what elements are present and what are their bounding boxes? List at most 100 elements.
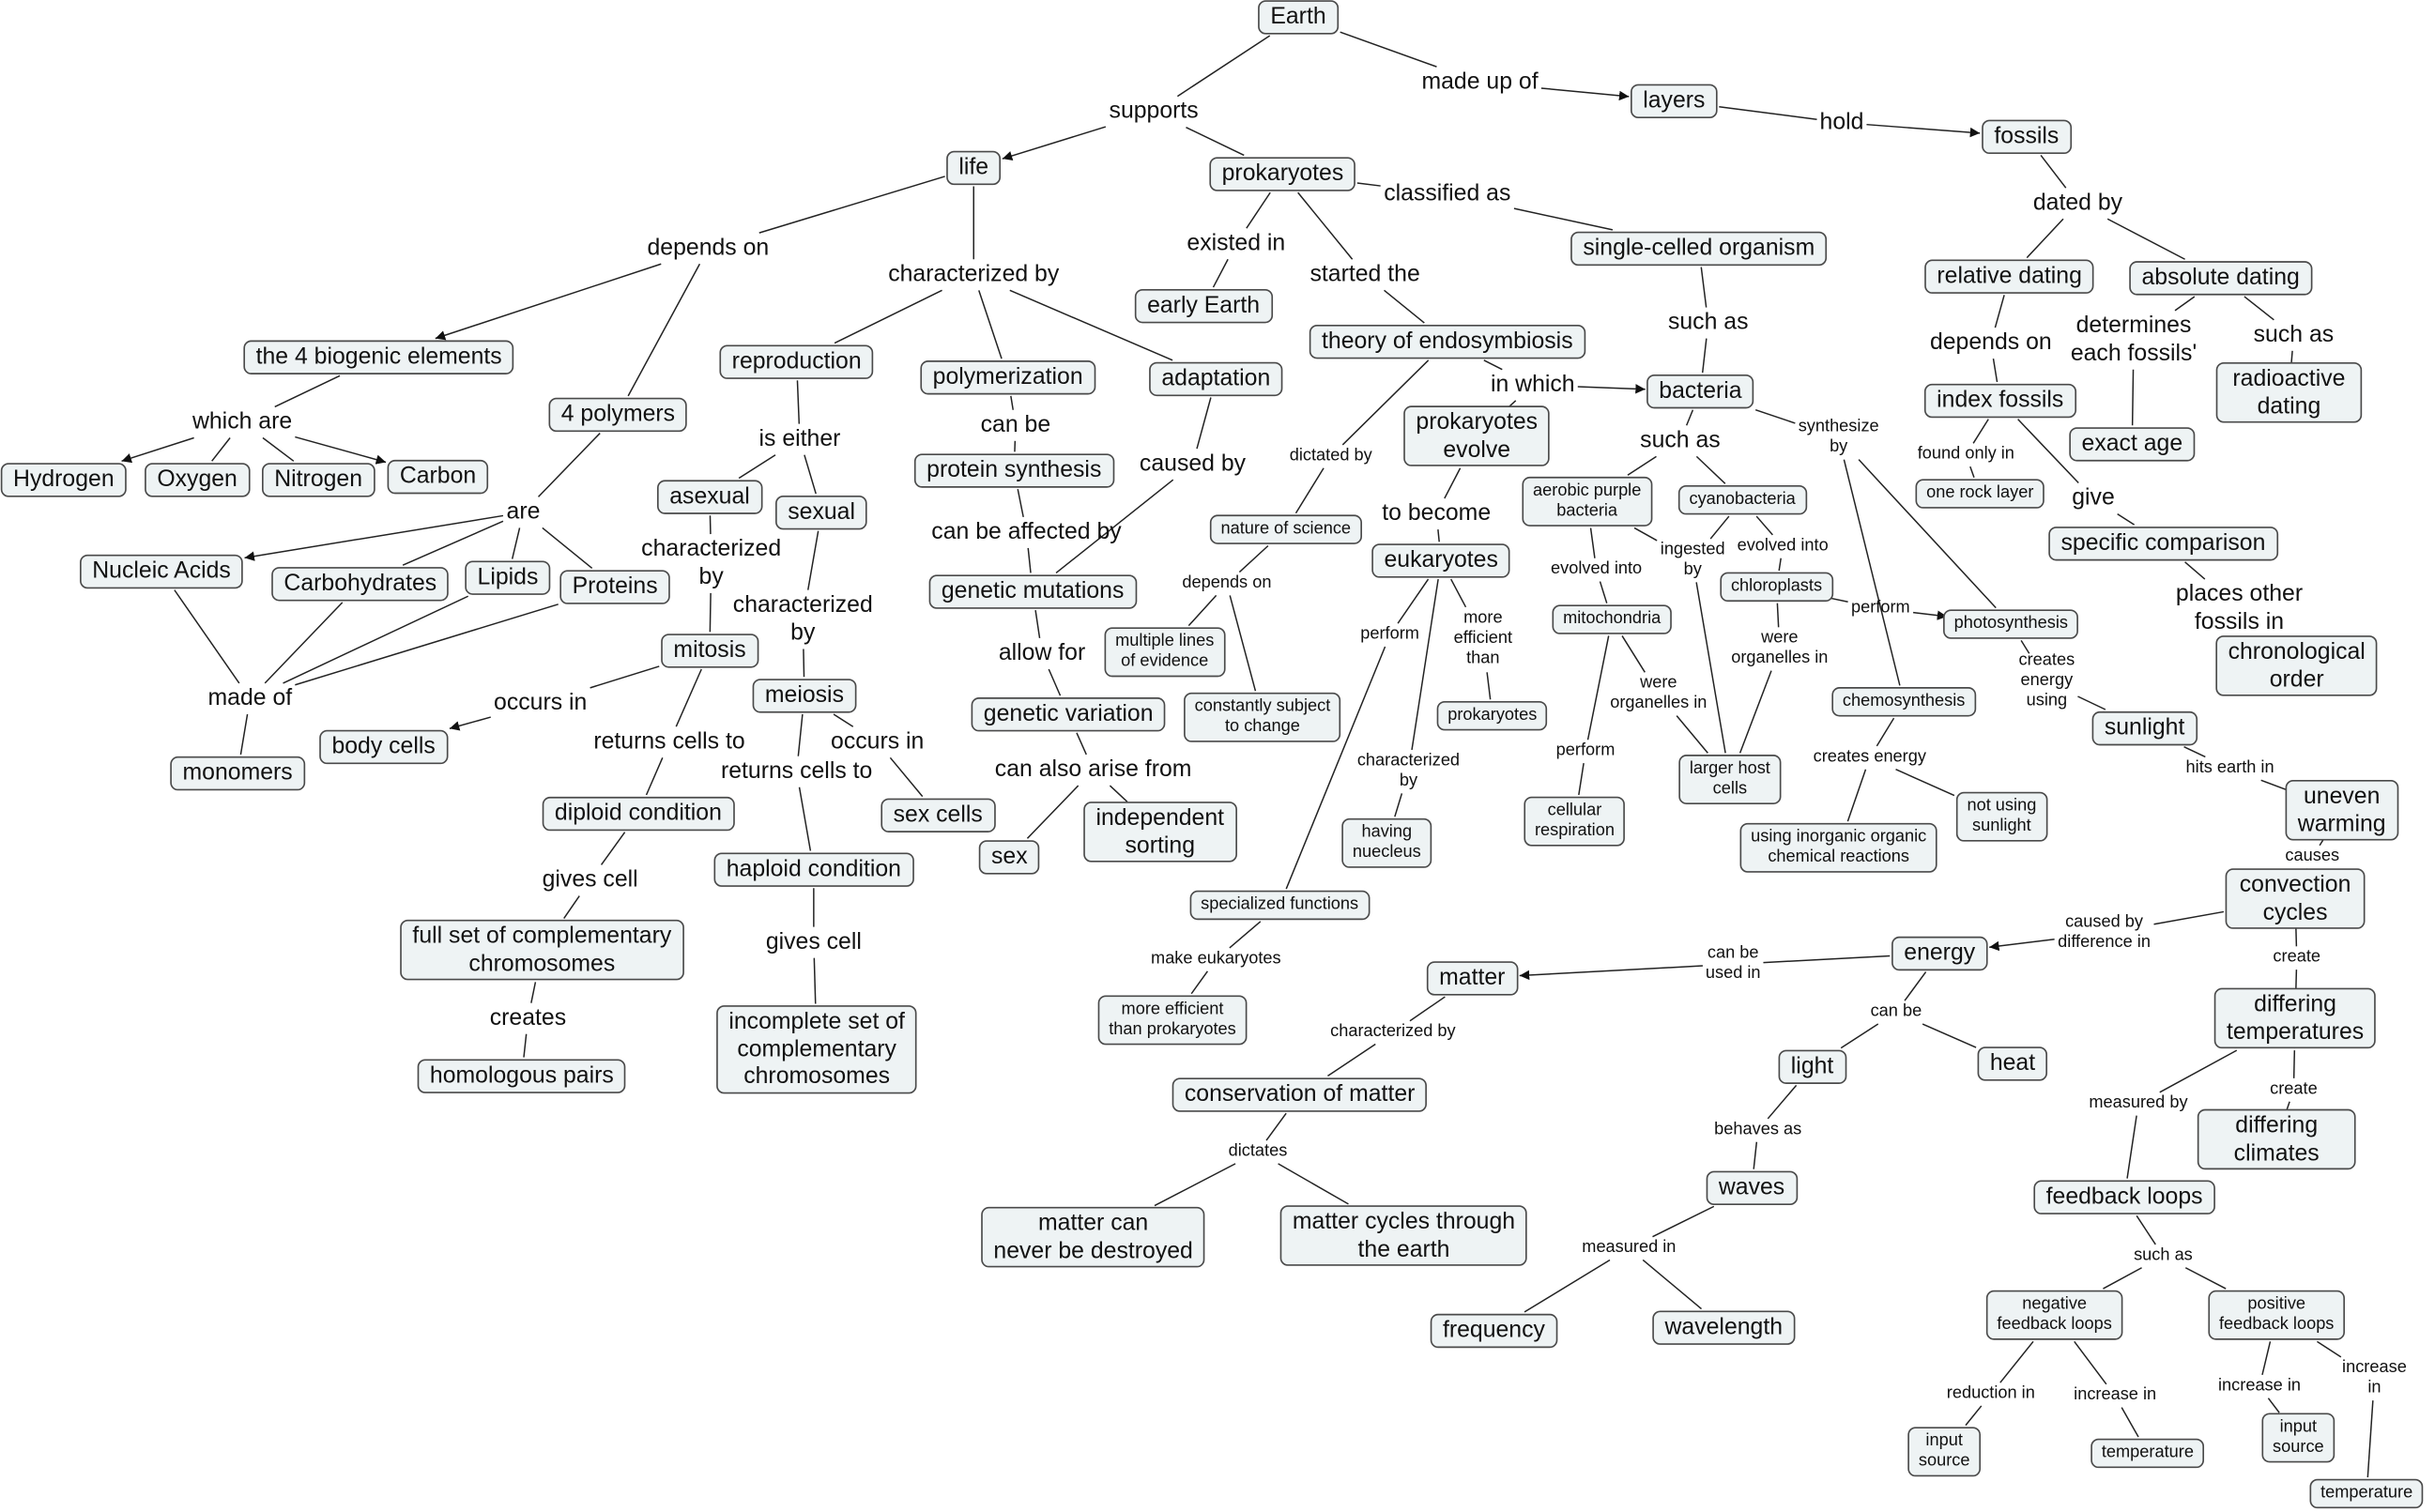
concept-node-aerobic[interactable]: aerobic purple bacteria — [1522, 476, 1652, 527]
connector-line — [1701, 338, 1708, 374]
concept-node-temp1[interactable]: temperature — [2090, 1438, 2205, 1469]
concept-node-nitrogen[interactable]: Nitrogen — [261, 463, 375, 497]
concept-node-earlyearth[interactable]: early Earth — [1134, 288, 1273, 323]
linking-phrase-charby1: characterized by — [888, 260, 1060, 288]
concept-node-feedback[interactable]: feedback loops — [2033, 1180, 2215, 1214]
connector-line — [627, 263, 701, 397]
concept-node-asexual[interactable]: asexual — [657, 480, 763, 514]
concept-node-genmut[interactable]: genetic mutations — [928, 574, 1137, 609]
concept-node-prokaryotes[interactable]: prokaryotes — [1209, 157, 1356, 191]
concept-node-bacteria[interactable]: bacteria — [1646, 374, 1754, 408]
concept-node-adaptation[interactable]: adaptation — [1149, 361, 1283, 396]
connector-line — [758, 176, 945, 234]
concept-node-convection[interactable]: convection cycles — [2225, 868, 2366, 930]
concept-node-diploid[interactable]: diploid condition — [542, 796, 735, 831]
concept-node-input1[interactable]: input source — [1907, 1427, 1982, 1477]
concept-node-indep[interactable]: independent sorting — [1083, 802, 1237, 863]
concept-node-notsun[interactable]: not using sunlight — [1955, 791, 2047, 842]
concept-node-diffclimates[interactable]: differing climates — [2197, 1108, 2356, 1170]
concept-node-multiple[interactable]: multiple lines of evidence — [1104, 627, 1225, 678]
concept-node-polymerization[interactable]: polymerization — [920, 360, 1095, 394]
connector-line — [1356, 182, 1381, 187]
concept-node-carbs[interactable]: Carbohydrates — [271, 567, 450, 601]
connector-line — [738, 454, 776, 480]
concept-node-earth[interactable]: Earth — [1258, 0, 1339, 35]
concept-node-exactage[interactable]: exact age — [2069, 427, 2196, 462]
concept-node-hydrogen[interactable]: Hydrogen — [0, 463, 127, 497]
linking-phrase-places: places other fossils in — [2175, 580, 2304, 635]
concept-node-eukaryotes[interactable]: eukaryotes — [1371, 543, 1511, 578]
concept-node-endosym[interactable]: theory of endosymbiosis — [1309, 325, 1585, 359]
concept-node-differingtemp[interactable]: differing temperatures — [2213, 987, 2377, 1049]
concept-node-absolute[interactable]: absolute dating — [2129, 261, 2313, 296]
concept-node-layers[interactable]: layers — [1631, 84, 1718, 118]
concept-node-specialized[interactable]: specialized functions — [1189, 890, 1370, 921]
concept-node-chemosyn[interactable]: chemosynthesis — [1831, 687, 1976, 717]
concept-node-fossils[interactable]: fossils — [1982, 119, 2072, 154]
concept-node-index[interactable]: index fossils — [1923, 383, 2076, 418]
concept-node-larger[interactable]: larger host cells — [1678, 755, 1782, 804]
concept-node-carbon[interactable]: Carbon — [387, 459, 489, 494]
concept-node-sex[interactable]: sex — [978, 840, 1040, 875]
concept-node-natsci[interactable]: nature of science — [1209, 514, 1362, 544]
concept-node-sunlight[interactable]: sunlight — [2091, 710, 2198, 745]
concept-node-temp2[interactable]: temperature — [2309, 1478, 2424, 1509]
concept-node-fullset[interactable]: full set of complementary chromosomes — [400, 919, 684, 982]
concept-node-polymers4[interactable]: 4 polymers — [548, 397, 688, 432]
concept-node-photosyn[interactable]: photosynthesis — [1943, 609, 2079, 639]
concept-node-prokaryotes2[interactable]: prokaryotes — [1436, 700, 1548, 731]
concept-node-matternever[interactable]: matter can never be destroyed — [981, 1206, 1206, 1269]
concept-node-input2[interactable]: input source — [2261, 1413, 2335, 1463]
concept-node-light[interactable]: light — [1778, 1049, 1846, 1084]
concept-node-biogenic[interactable]: the 4 biogenic elements — [243, 340, 514, 374]
concept-node-sexual[interactable]: sexual — [775, 495, 868, 529]
connector-line — [2020, 640, 2030, 654]
concept-node-frequency[interactable]: frequency — [1430, 1313, 1558, 1348]
concept-node-mitochondria[interactable]: mitochondria — [1552, 604, 1672, 634]
concept-node-inorganic[interactable]: using inorganic organic chemical reactio… — [1739, 822, 1937, 873]
concept-node-reproduction[interactable]: reproduction — [719, 344, 874, 379]
concept-node-radioactive[interactable]: radioactive dating — [2215, 361, 2363, 424]
concept-node-constantly[interactable]: constantly subject to change — [1184, 692, 1341, 742]
concept-node-relative[interactable]: relative dating — [1924, 259, 2095, 294]
concept-node-uneven[interactable]: uneven warming — [2285, 779, 2398, 842]
connector-line — [2292, 1050, 2296, 1078]
concept-node-specific[interactable]: specific comparison — [2048, 527, 2278, 560]
concept-node-life[interactable]: life — [946, 150, 1002, 185]
concept-node-oxygen[interactable]: Oxygen — [145, 463, 251, 497]
concept-node-nucleic[interactable]: Nucleic Acids — [80, 554, 244, 588]
concept-node-meiosis[interactable]: meiosis — [752, 679, 857, 713]
concept-node-moreeff[interactable]: more efficient than prokaryotes — [1097, 995, 1248, 1046]
concept-node-proteinsyn[interactable]: protein synthesis — [913, 453, 1114, 488]
concept-node-positive[interactable]: positive feedback loops — [2208, 1290, 2345, 1340]
concept-node-protevolve[interactable]: prokaryotes evolve — [1403, 405, 1551, 467]
concept-node-cyano[interactable]: cyanobacteria — [1677, 484, 1807, 515]
concept-node-sexcells[interactable]: sex cells — [881, 798, 996, 832]
linking-phrase-returns2: returns cells to — [720, 757, 873, 785]
concept-node-single[interactable]: single-celled organism — [1570, 231, 1828, 266]
concept-node-mitosis[interactable]: mitosis — [661, 634, 758, 668]
concept-node-onerock[interactable]: one rock layer — [1915, 479, 2044, 509]
concept-node-matter[interactable]: matter — [1426, 961, 1518, 996]
concept-node-cellresp[interactable]: cellular respiration — [1524, 796, 1626, 847]
concept-node-genvar[interactable]: genetic variation — [971, 697, 1166, 731]
linking-phrase-charby2: characterized by — [641, 535, 782, 590]
concept-node-proteins[interactable]: Proteins — [559, 570, 670, 604]
concept-node-chronological[interactable]: chronological order — [2215, 635, 2379, 697]
concept-node-homologous[interactable]: homologous pairs — [417, 1059, 627, 1093]
concept-node-waves[interactable]: waves — [1706, 1170, 1798, 1205]
concept-node-conservation[interactable]: conservation of matter — [1172, 1077, 1428, 1112]
concept-node-chloroplasts[interactable]: chloroplasts — [1720, 572, 1833, 603]
concept-node-mattercycles[interactable]: matter cycles through the earth — [1279, 1205, 1528, 1267]
concept-node-incomplete[interactable]: incomplete set of complementary chromoso… — [716, 1005, 918, 1094]
concept-node-energy[interactable]: energy — [1891, 936, 1988, 970]
concept-node-lipids[interactable]: Lipids — [465, 560, 551, 595]
concept-node-wavelength[interactable]: wavelength — [1652, 1310, 1796, 1345]
concept-node-heat[interactable]: heat — [1977, 1046, 2048, 1081]
concept-node-haploid[interactable]: haploid condition — [713, 852, 914, 887]
concept-node-negative[interactable]: negative feedback loops — [1985, 1290, 2123, 1340]
connector-line — [1599, 581, 1608, 603]
concept-node-having[interactable]: having nuecleus — [1341, 817, 1432, 868]
concept-node-bodycells[interactable]: body cells — [319, 729, 449, 764]
concept-node-monomers[interactable]: monomers — [170, 756, 305, 790]
